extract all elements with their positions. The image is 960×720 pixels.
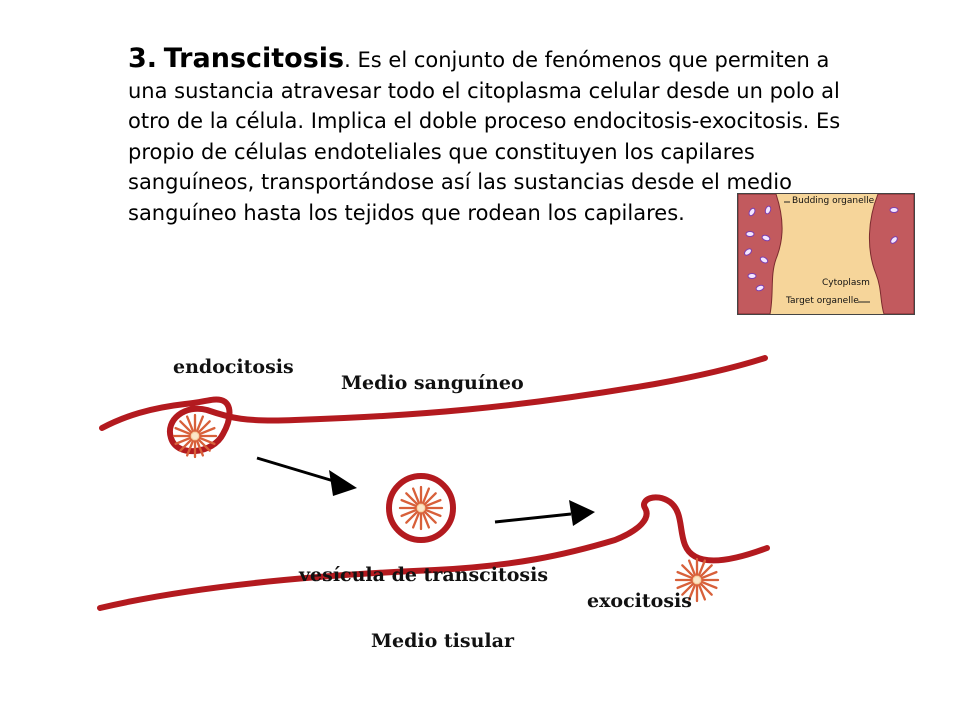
target-organelle-label: Target organelle <box>786 296 859 306</box>
diagram-figure <box>97 355 770 611</box>
endocitosis-label: endocitosis <box>173 356 294 378</box>
medio-tisular-label: Medio tisular <box>371 630 514 652</box>
medio-sanguineo-label: Medio sanguíneo <box>341 372 524 394</box>
slide-title: Transcitosis <box>163 43 345 74</box>
inset-figure <box>738 194 914 314</box>
apical-membrane <box>99 355 768 455</box>
exocitosis-label: exocitosis <box>587 590 692 612</box>
vesicle-transport-inset: Budding organelle Cytoplasm Target organ… <box>737 193 915 315</box>
basal-membrane <box>97 494 770 611</box>
endocytosed-particle <box>172 413 218 459</box>
slide-number: 3. <box>128 43 158 74</box>
budding-organelle-label: Budding organelle <box>792 196 875 206</box>
title-punct: . <box>344 48 351 72</box>
slide-paragraph: Es el conjunto de fenómenos que permiten… <box>128 48 841 225</box>
arrow-1 <box>256 456 357 496</box>
arrow-2 <box>494 500 595 526</box>
cytoplasm-label: Cytoplasm <box>822 278 870 288</box>
vesicula-label: vesícula de transcitosis <box>299 564 549 586</box>
slide-body: 3. Transcitosis. Es el conjunto de fenóm… <box>128 43 848 228</box>
transcitosis-diagram: endocitosis Medio sanguíneo vesícula de … <box>95 340 775 660</box>
vesicle-particle <box>398 485 444 531</box>
